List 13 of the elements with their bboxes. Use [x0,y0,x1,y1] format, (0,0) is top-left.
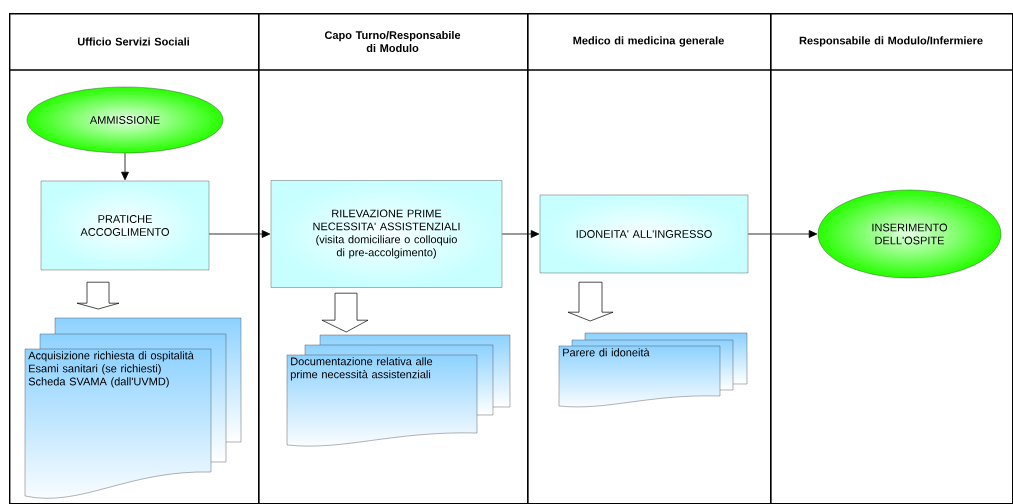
arrow [501,230,540,238]
block-arrow [76,281,120,310]
document-stack: Acquisizione richiesta di ospitalità Esami sanitari (se richiesti) Scheda SVAMA (dall'UVMD) [24,317,242,499]
process-box: RILEVAZIONE PRIME NECESSITA' ASSISTENZIALI (visita domiciliare o colloquio di pre-accolgimento) [270,180,503,288]
block-arrow [567,281,614,322]
document-stack: Parere di idoneità [558,332,748,408]
arrow [121,152,129,181]
document-stack: Documentazione relativa alle prime necessità assistenziali [286,334,511,447]
process-box: IDONEITA' ALL'INGRESSO [539,194,749,274]
process-box: PRATICHE ACCOGLIMENTO [40,180,210,271]
arrow [208,230,271,238]
block-arrow [321,292,369,333]
arrow [747,230,818,238]
